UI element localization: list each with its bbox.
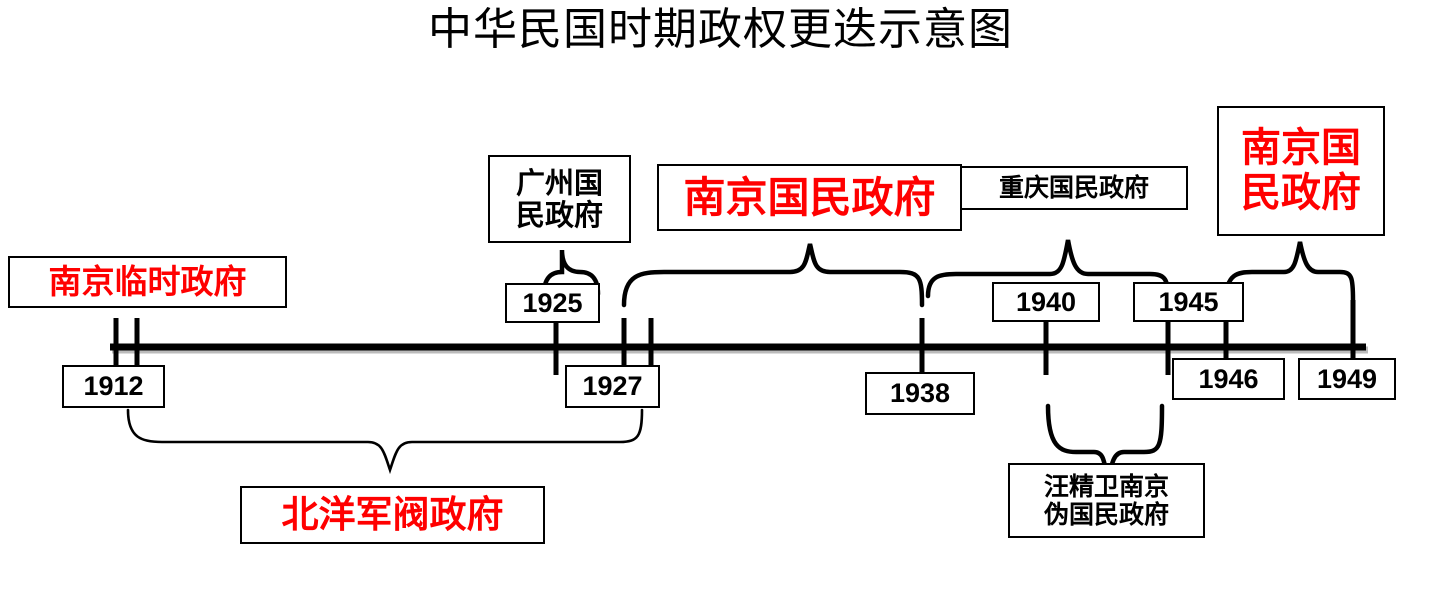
year-label-1912: 1912 [83, 371, 144, 401]
gov-label-nanjing-provisional: 南京临时政府 [48, 261, 247, 301]
brace-nanjing-national [621, 243, 925, 308]
gov-box-beiyang-warlord[interactable]: 北洋军阀政府 [240, 486, 545, 544]
year-box-1938[interactable]: 1938 [865, 372, 975, 415]
brace-beiyang [126, 408, 644, 475]
gov-label-beiyang-warlord: 北洋军阀政府 [281, 493, 504, 537]
year-label-1940: 1940 [1015, 286, 1077, 317]
gov-box-wang-jingwei[interactable]: 汪精卫南京 伪国民政府 [1008, 463, 1205, 538]
gov-box-guangzhou-national[interactable]: 广州国 民政府 [488, 155, 631, 243]
year-label-1945: 1945 [1158, 286, 1219, 317]
year-box-1949[interactable]: 1949 [1298, 358, 1396, 400]
year-label-1925: 1925 [522, 287, 583, 318]
year-box-1927[interactable]: 1927 [565, 365, 660, 408]
gov-label-nanjing-national: 南京国民政府 [683, 172, 936, 222]
brace-guangzhou [541, 249, 601, 297]
gov-label-wang-jingwei-line1: 汪精卫南京 [1043, 471, 1169, 501]
year-box-1945[interactable]: 1945 [1133, 282, 1244, 322]
gov-box-chongqing-national[interactable]: 重庆国民政府 [960, 166, 1188, 210]
gov-box-nanjing-national[interactable]: 南京国民政府 [657, 164, 962, 231]
page-title: 中华民国时期政权更迭示意图 [428, 4, 1013, 55]
year-label-1938: 1938 [889, 378, 951, 408]
gov-box-nanjing-provisional[interactable]: 南京临时政府 [8, 256, 287, 308]
gov-label-guangzhou-line2: 民政府 [515, 198, 603, 232]
gov-label-guangzhou-line1: 广州国 [515, 165, 603, 200]
year-label-1946: 1946 [1198, 363, 1259, 394]
year-box-1946[interactable]: 1946 [1172, 358, 1285, 400]
gov-box-nanjing-postwar[interactable]: 南京国 民政府 [1217, 106, 1385, 236]
gov-label-chongqing-national: 重庆国民政府 [998, 173, 1149, 202]
year-box-1940[interactable]: 1940 [992, 282, 1100, 322]
gov-label-nanjing-postwar-line1: 南京国 [1241, 125, 1361, 172]
year-label-1927: 1927 [582, 371, 643, 401]
brace-chongqing [925, 239, 1171, 303]
year-label-1949: 1949 [1316, 363, 1378, 394]
brace-nanjing-postwar [1223, 241, 1356, 303]
year-box-1912[interactable]: 1912 [62, 365, 165, 408]
year-box-1925[interactable]: 1925 [505, 283, 600, 323]
gov-label-wang-jingwei-line2: 伪国民政府 [1043, 499, 1169, 529]
gov-label-nanjing-postwar-line2: 民政府 [1241, 170, 1361, 216]
